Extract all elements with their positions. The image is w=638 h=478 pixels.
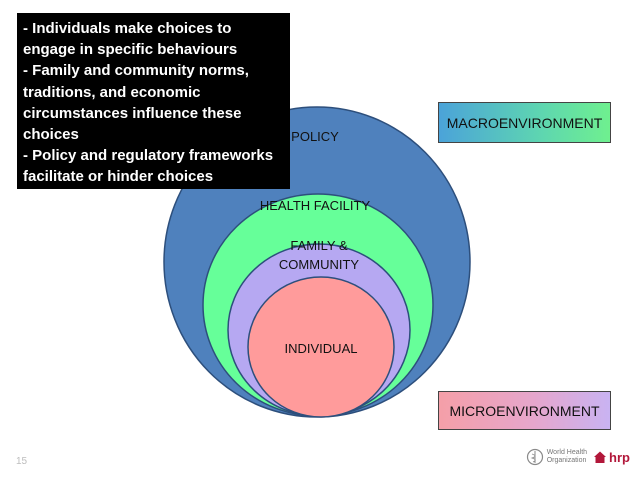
microenvironment-box: MICROENVIRONMENT xyxy=(438,391,611,430)
individual-label: INDIVIDUAL xyxy=(284,341,358,356)
who-logo-text: World Health Organization xyxy=(546,449,588,464)
who-emblem-icon xyxy=(526,448,543,466)
microenvironment-label: MICROENVIRONMENT xyxy=(449,402,600,419)
hrp-logo-text: hrp xyxy=(609,449,630,465)
callout-line-family: - Family and community norms, traditions… xyxy=(23,62,249,144)
page-number: 15 xyxy=(16,456,28,467)
callout-line-individuals: - Individuals make choices to engage in … xyxy=(23,20,238,59)
individual-circle xyxy=(247,276,395,418)
health-facility-label: HEALTH FACILITY xyxy=(259,198,371,213)
hrp-logo: hrp xyxy=(593,450,630,465)
macroenvironment-box: MACROENVIRONMENT xyxy=(438,102,611,143)
macroenvironment-label: MACROENVIRONMENT xyxy=(446,114,603,131)
explanation-callout: - Individuals make choices to engage in … xyxy=(17,13,290,189)
family-community-label: FAMILY & COMMUNITY xyxy=(278,238,360,272)
callout-line-policy: - Policy and regulatory frameworks facil… xyxy=(23,147,274,186)
footer-logos: World Health Organization hrp xyxy=(526,448,630,466)
who-logo: World Health Organization xyxy=(526,448,587,466)
policy-label: POLICY xyxy=(291,129,339,144)
hrp-house-icon xyxy=(594,451,607,463)
